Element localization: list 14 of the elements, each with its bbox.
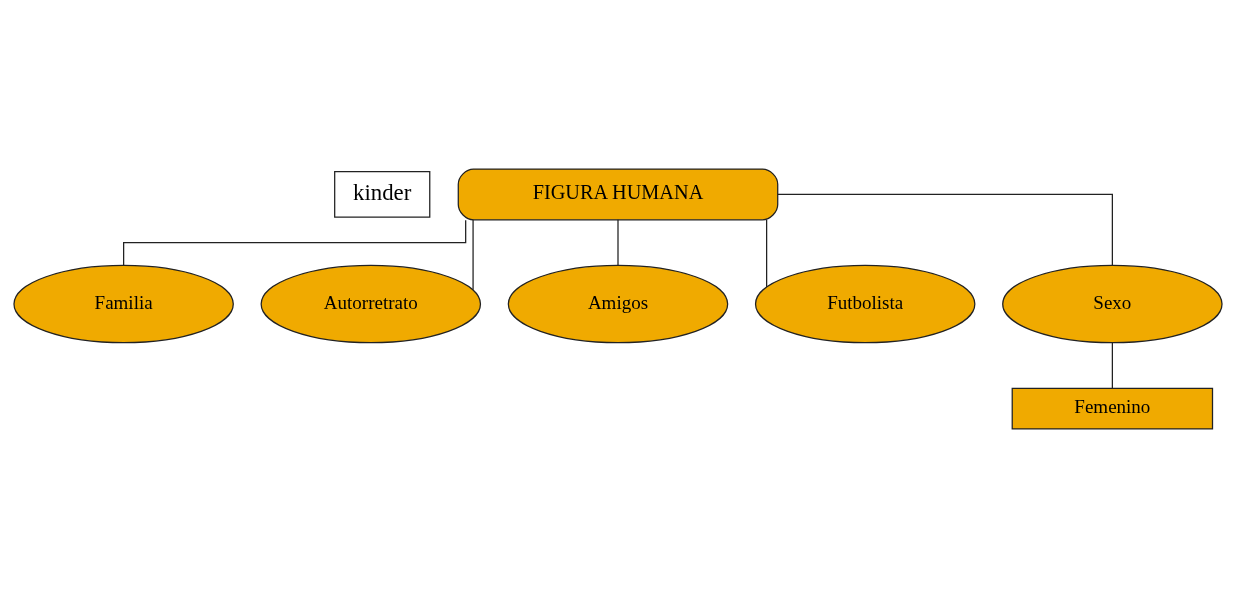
node-ellipse: Futbolista [754,264,976,343]
node-ellipse: Familia [13,264,234,343]
node-ellipse: Sexo [1002,264,1223,343]
node-box: FIGURA HUMANA [457,167,779,220]
connector [1111,341,1113,389]
node-ellipse: Amigos [507,264,729,343]
connector [472,218,474,290]
connector [777,193,1113,266]
node-box: kinder [334,170,431,218]
connector [617,218,619,266]
node-ellipse: Autorretrato [260,264,482,343]
node-box: Femenino [1011,387,1214,430]
connector [123,219,467,266]
connector [766,218,768,288]
